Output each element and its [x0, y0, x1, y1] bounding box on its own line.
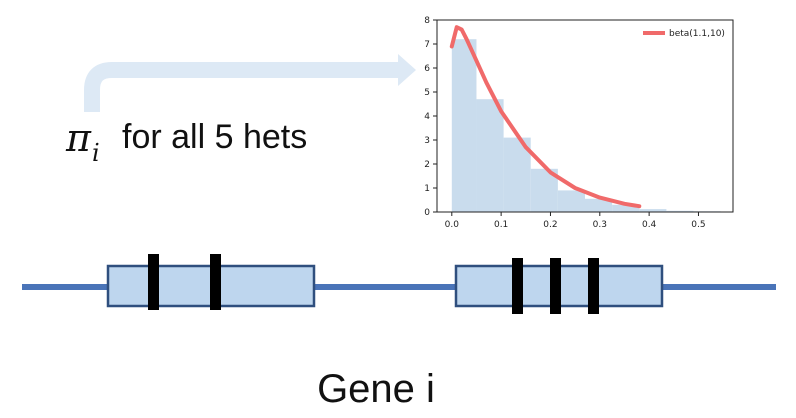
y-tick-label: 1 — [424, 184, 430, 194]
het-marker — [210, 254, 221, 310]
legend-label: beta(1.1,10) — [669, 29, 725, 39]
histogram-bar — [476, 99, 504, 212]
het-marker — [512, 258, 523, 314]
histogram-bar — [639, 209, 667, 212]
histogram-chart: 0.0 0.1 0.2 0.3 0.4 0.5 0 1 2 3 4 5 6 7 8 beta(1.1,10) — [424, 16, 734, 230]
arrow-shaft — [84, 62, 398, 112]
x-tick-label: 0.4 — [642, 220, 657, 230]
gene-structure — [22, 254, 776, 314]
y-tick-label: 2 — [424, 160, 430, 170]
x-tick-label: 0.0 — [445, 220, 460, 230]
x-tick-label: 0.1 — [494, 220, 508, 230]
x-tick-label: 0.3 — [593, 220, 607, 230]
y-tick-label: 4 — [424, 112, 430, 122]
x-tick-label: 0.5 — [691, 220, 705, 230]
pi-symbol: π — [65, 116, 92, 160]
arrow-head — [398, 54, 416, 86]
het-marker — [588, 258, 599, 314]
y-tick-label: 7 — [424, 40, 430, 50]
gene-label: Gene i — [317, 367, 435, 411]
histogram-bar — [585, 198, 613, 212]
y-tick-label: 6 — [424, 64, 430, 74]
y-tick-label: 5 — [424, 88, 430, 98]
histogram-bar — [557, 190, 585, 212]
label-text: for all 5 hets — [122, 118, 307, 156]
pi-subscript: i — [92, 139, 100, 167]
het-marker — [148, 254, 159, 310]
het-marker — [550, 258, 561, 314]
histogram-bar — [612, 204, 640, 212]
histogram-bar — [451, 39, 477, 213]
y-tick-label: 8 — [424, 16, 430, 26]
y-tick-label: 3 — [424, 136, 430, 146]
y-tick-label: 0 — [424, 208, 430, 218]
histogram-bar — [666, 210, 694, 212]
x-tick-label: 0.2 — [543, 220, 557, 230]
beta-curve — [449, 25, 642, 209]
